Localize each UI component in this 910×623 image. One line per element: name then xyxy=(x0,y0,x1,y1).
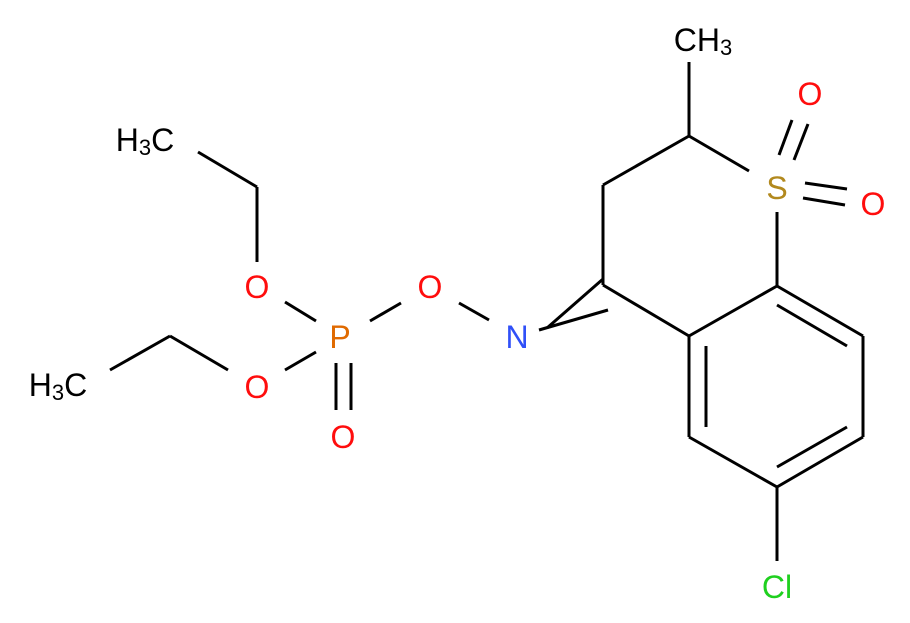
bond-ch3-ch2-lower xyxy=(109,334,171,372)
bond-c4a-c4 xyxy=(602,283,690,338)
bond-ch2-o-lower xyxy=(169,334,229,372)
phosphorus-atom: P xyxy=(329,319,350,355)
oxygen-ethoxy-upper: O xyxy=(245,269,270,305)
bond-s-o2-b xyxy=(802,196,846,207)
bond-c8-c8a xyxy=(776,284,864,338)
oxygen-sulfonyl-2: O xyxy=(861,186,886,222)
bond-p-o-oxime xyxy=(369,301,402,323)
oxygen-ethoxy-lower: O xyxy=(245,369,270,405)
nitrogen-atom: N xyxy=(505,319,528,355)
bond-ch3-ch2-upper xyxy=(197,150,258,189)
bond-n-c-double-b xyxy=(546,277,604,330)
bond-o-p-lower xyxy=(284,350,317,372)
bond-s-o1-a xyxy=(777,119,794,156)
sulfur-atom: S xyxy=(766,170,787,206)
ch3-methyl-label: CH3 xyxy=(674,22,732,60)
bond-c2-s xyxy=(688,134,750,173)
oxygen-phosphoryl: O xyxy=(331,419,356,455)
bond-c8-c8a-inner xyxy=(776,303,848,348)
chlorine-atom: Cl xyxy=(762,569,792,605)
bonds xyxy=(109,62,865,561)
h3c-upper-label: H3C xyxy=(116,122,174,160)
h3c-lower-label: H3C xyxy=(29,367,87,405)
bond-c5-c6 xyxy=(688,435,778,489)
atom-labels: CH3 H3C H3C O O O O P N S O O Cl xyxy=(29,22,886,605)
oxygen-oxime: O xyxy=(418,269,443,305)
bond-c8a-c4a xyxy=(688,284,778,338)
bond-c3-c2 xyxy=(602,134,690,187)
bond-o-n xyxy=(458,301,490,322)
oxygen-sulfonyl-1: O xyxy=(798,76,823,112)
bond-o-p-upper xyxy=(284,300,317,323)
bond-c6-c7-inner xyxy=(776,425,848,469)
bond-s-o2-a xyxy=(804,181,848,191)
bond-c6-c7 xyxy=(776,435,864,489)
bond-s-o1-b xyxy=(792,123,810,161)
